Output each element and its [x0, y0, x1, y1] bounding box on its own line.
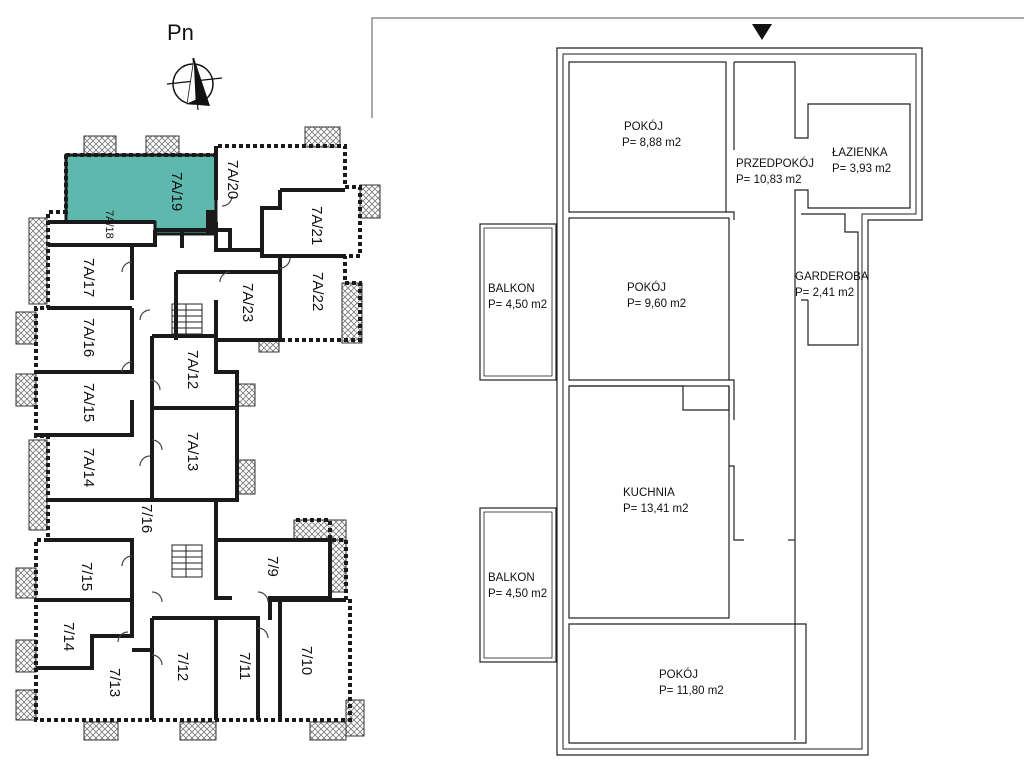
room-name: POKÓJ	[659, 668, 698, 681]
room-kuchnia[interactable]: KUCHNIA P= 13,41 m2	[623, 487, 689, 515]
unit-label-714[interactable]: 7/14	[60, 622, 77, 651]
apartment-plan: POKÓJ P= 8,88 m2 PRZEDPOKÓJ P= 10,83 m2 …	[371, 17, 1024, 756]
room-balkon-1[interactable]: BALKON P= 4,50 m2	[488, 283, 547, 311]
room-name: PRZEDPOKÓJ	[736, 157, 814, 170]
unit-label-7a19[interactable]: 7A/19	[168, 172, 185, 211]
room-area: P= 11,80 m2	[659, 685, 724, 697]
unit-label-710[interactable]: 7/10	[298, 646, 315, 675]
room-area: P= 2,41 m2	[795, 287, 854, 299]
room-area: P= 3,93 m2	[832, 163, 891, 175]
apartment-walls	[479, 47, 923, 756]
unit-label-7a16[interactable]: 7A/16	[80, 318, 97, 357]
unit-label-7a22[interactable]: 7A/22	[309, 272, 326, 311]
room-area: P= 4,50 m2	[488, 588, 547, 600]
room-name: POKÓJ	[627, 281, 666, 294]
room-pokoj-2[interactable]: POKÓJ P= 9,60 m2	[627, 281, 686, 310]
room-name: POKÓJ	[624, 120, 663, 133]
unit-label-7a14[interactable]: 7A/14	[80, 448, 97, 487]
unit-label-7a12[interactable]: 7A/12	[184, 350, 201, 389]
room-labels: POKÓJ P= 8,88 m2 PRZEDPOKÓJ P= 10,83 m2 …	[488, 120, 891, 697]
unit-label-715[interactable]: 7/15	[78, 562, 95, 591]
north-arrow-icon	[166, 57, 223, 111]
entrance-marker-icon	[752, 24, 772, 40]
room-przedpokoj[interactable]: PRZEDPOKÓJ P= 10,83 m2	[736, 157, 814, 186]
room-area: P= 8,88 m2	[622, 137, 681, 149]
unit-label-713[interactable]: 7/13	[106, 668, 123, 697]
unit-label-7a15[interactable]: 7A/15	[80, 383, 97, 422]
compass-label: Pn	[167, 20, 194, 45]
room-area: P= 4,50 m2	[488, 299, 547, 311]
unit-label-7a18[interactable]: 7A/18	[103, 210, 115, 239]
unit-label-7a20[interactable]: 7A/20	[224, 160, 241, 199]
room-name: GARDEROBA	[795, 271, 869, 283]
unit-label-7a13[interactable]: 7A/13	[184, 432, 201, 471]
room-name: BALKON	[488, 283, 535, 295]
room-name: BALKON	[488, 572, 535, 584]
building-site-plan: 7A/19 7A/20 7A/18 7A/21 7A/17 7A/23 7A/2…	[15, 126, 381, 741]
unit-label-712[interactable]: 7/12	[174, 652, 191, 681]
room-name: ŁAZIENKA	[832, 147, 888, 159]
site-walls	[34, 144, 362, 722]
room-garderoba[interactable]: GARDEROBA P= 2,41 m2	[795, 271, 869, 299]
room-name: KUCHNIA	[623, 487, 675, 499]
unit-label-7a23[interactable]: 7A/23	[239, 283, 256, 322]
room-pokoj-3[interactable]: POKÓJ P= 11,80 m2	[659, 668, 724, 697]
unit-label-7a17[interactable]: 7A/17	[80, 258, 97, 297]
compass: Pn	[166, 20, 223, 111]
site-doors	[117, 195, 291, 666]
unit-label-7a21[interactable]: 7A/21	[308, 206, 325, 245]
room-area: P= 13,41 m2	[623, 503, 689, 515]
site-balconies	[15, 126, 381, 741]
unit-label-79[interactable]: 7/9	[264, 556, 281, 577]
stairs-upper	[171, 303, 203, 335]
unit-labels: 7A/19 7A/20 7A/18 7A/21 7A/17 7A/23 7A/2…	[60, 160, 326, 697]
unit-label-711[interactable]: 7/11	[236, 652, 253, 680]
unit-label-716[interactable]: 7/16	[138, 504, 155, 533]
room-balkon-2[interactable]: BALKON P= 4,50 m2	[488, 572, 547, 600]
room-area: P= 9,60 m2	[627, 298, 686, 310]
stairs-lower	[171, 544, 203, 578]
room-area: P= 10,83 m2	[736, 174, 802, 186]
room-pokoj-1[interactable]: POKÓJ P= 8,88 m2	[622, 120, 681, 149]
room-lazienka[interactable]: ŁAZIENKA P= 3,93 m2	[832, 147, 891, 175]
